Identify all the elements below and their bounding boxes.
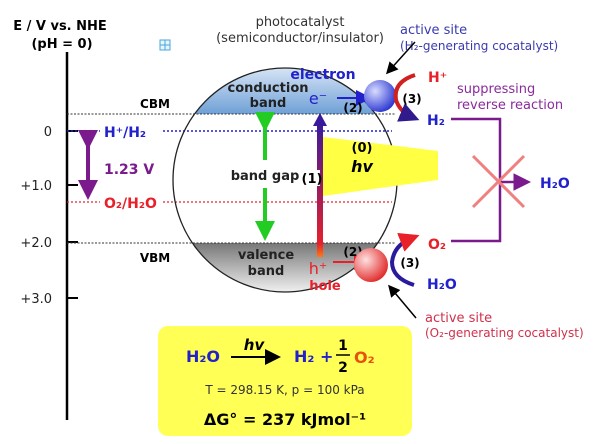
light-beam — [323, 137, 438, 196]
gibbs-energy: ΔG° = 237 kJmol⁻¹ — [204, 410, 366, 429]
valence-band-label: valence — [238, 248, 294, 263]
step3-label: (3) — [402, 92, 421, 106]
photocatalyst-subtitle: (semiconductor/insulator) — [216, 31, 384, 46]
step1-bg — [304, 170, 320, 186]
equation-product1: H₂ + — [294, 347, 333, 366]
equation-reactant: H₂O — [186, 347, 220, 366]
h2-site-title: active site — [400, 23, 467, 38]
hole-symbol: h⁺ — [309, 259, 328, 278]
reverse-label: reverse reaction — [457, 98, 563, 113]
h2-site-pointer — [385, 41, 416, 75]
cbm-label: CBM — [140, 97, 170, 111]
equation-fraction-denominator: 2 — [338, 360, 348, 376]
h-couple-label: H⁺/H₂ — [104, 125, 146, 141]
equation-product2: O₂ — [354, 348, 375, 367]
o2-cocatalyst — [354, 248, 388, 282]
step2-label: (2) — [343, 101, 362, 115]
electron-symbol: e⁻ — [309, 89, 327, 108]
excitation-arrowhead — [313, 113, 327, 126]
valence-band-label: band — [248, 264, 285, 279]
axis-subtitle: (pH = 0) — [31, 37, 92, 52]
vbm-label: VBM — [140, 251, 170, 265]
h2-cocatalyst — [364, 80, 396, 112]
h2-site-subtitle: (H₂-generating cocatalyst) — [400, 39, 558, 53]
h2o-label: H₂O — [427, 277, 457, 293]
o2-site-pointer — [388, 284, 417, 319]
tick-label: 0 — [44, 125, 52, 140]
tick-label: +1.0 — [20, 179, 52, 194]
grid-icon — [159, 39, 171, 51]
electron-label: electron — [290, 67, 355, 83]
tick-label: +3.0 — [20, 292, 52, 307]
h2-reaction-arrow — [393, 73, 420, 122]
tick-label: +2.0 — [20, 236, 52, 251]
step3-label: (3) — [400, 256, 419, 270]
photocatalyst-title: photocatalyst — [256, 15, 345, 30]
o2-site-subtitle: (O₂-generating cocatalyst) — [425, 326, 584, 340]
equation-conditions: T = 298.15 K, p = 100 kPa — [204, 383, 364, 397]
conduction-band-label: conduction — [227, 81, 308, 96]
axis-title: E / V vs. NHE — [13, 19, 107, 34]
reverse-product-label: H₂O — [540, 176, 570, 192]
suppressed-cross-icon — [471, 154, 526, 209]
step0-label: (0) — [352, 141, 373, 156]
excitation-arrow — [317, 124, 323, 257]
band-gap-label: band gap — [231, 169, 300, 184]
reverse-path — [451, 117, 502, 243]
step1-label: (1) — [302, 172, 323, 187]
h2-label: H₂ — [427, 113, 445, 129]
o2-site-title: active site — [425, 311, 492, 326]
h-plus-label: H⁺ — [428, 70, 447, 86]
equation-hv: hv — [244, 336, 266, 354]
o2-reaction-arrow — [389, 233, 420, 287]
equation-box — [158, 326, 412, 436]
conduction-band-label: band — [250, 96, 287, 111]
o-couple-label: O₂/H₂O — [104, 196, 157, 212]
hole-label: hole — [309, 279, 341, 294]
reverse-label: suppressing — [457, 82, 535, 97]
equation-fraction-numerator: 1 — [338, 338, 348, 354]
hv-label: hv — [351, 157, 373, 176]
o2-label: O₂ — [428, 237, 446, 253]
potential-label: 1.23 V — [104, 162, 154, 178]
